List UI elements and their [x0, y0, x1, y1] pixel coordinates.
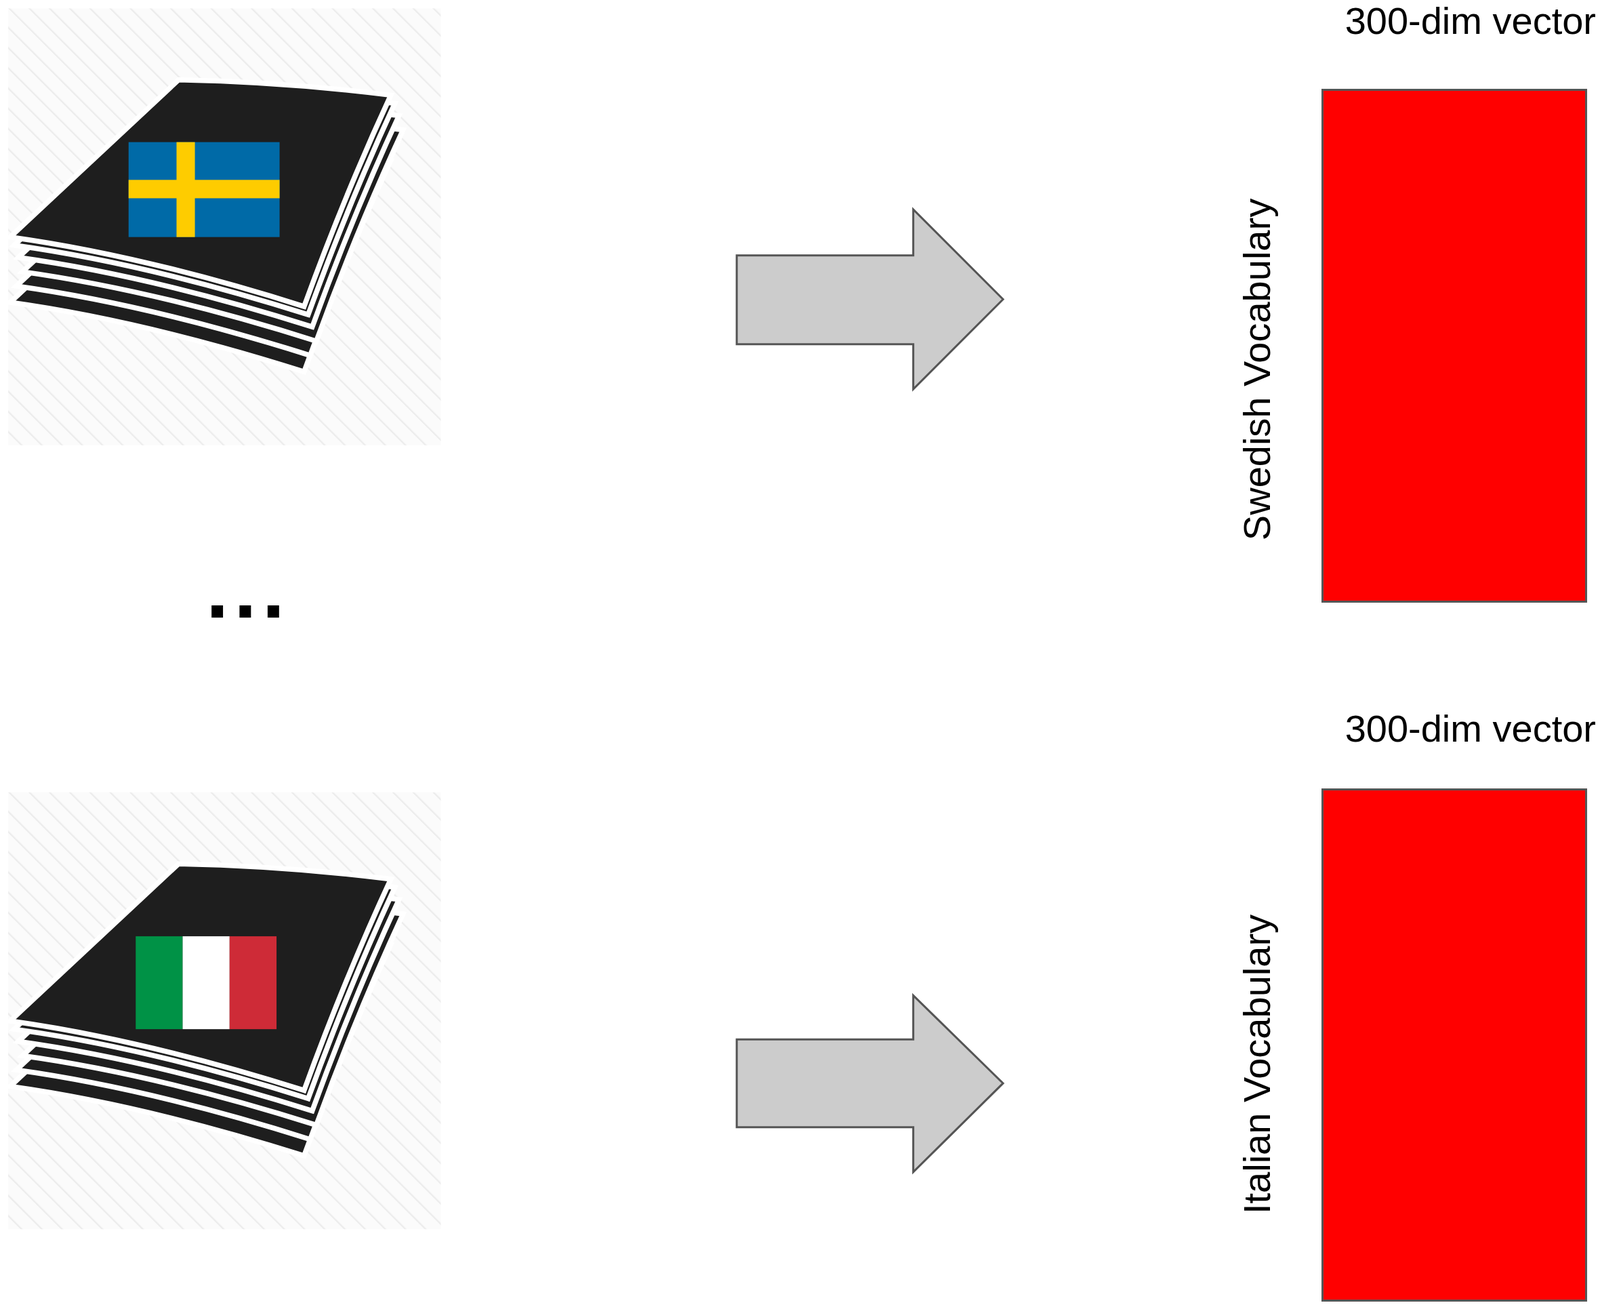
- vector-box: [1321, 788, 1588, 1302]
- vector-node: 300-dim vectorItalian Vocabulary: [1219, 698, 1600, 1305]
- vocabulary-label: Italian Vocabulary: [1236, 914, 1279, 1214]
- vector-node: 300-dim vectorSwedish Vocabulary: [1219, 0, 1600, 610]
- book-icon: [8, 8, 441, 445]
- ellipsis: ...: [206, 548, 291, 630]
- book-icon: [8, 792, 441, 1229]
- vector-box: [1321, 88, 1588, 603]
- sweden-flag: [128, 142, 280, 238]
- vocabulary-label: Swedish Vocabulary: [1236, 198, 1279, 541]
- block-arrow: [736, 209, 1003, 389]
- vector-title: 300-dim vector: [1345, 707, 1596, 750]
- vector-title: 300-dim vector: [1345, 0, 1596, 43]
- italy-flag: [135, 935, 183, 1029]
- block-arrow: [736, 994, 1003, 1172]
